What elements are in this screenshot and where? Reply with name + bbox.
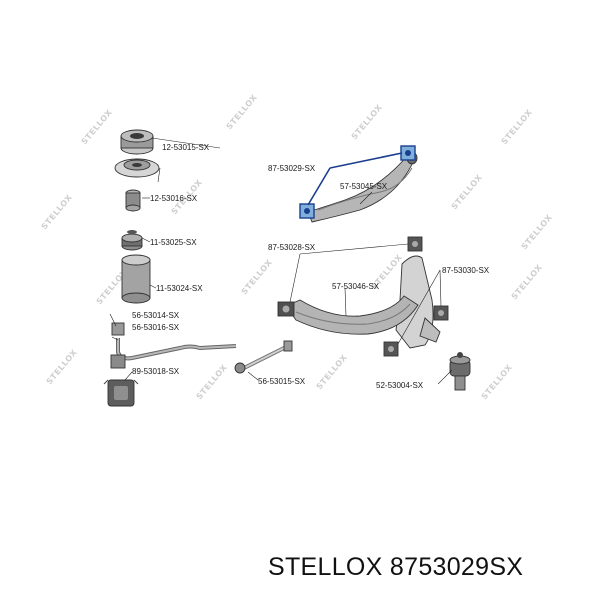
- watermark-text: STELLOX: [225, 92, 260, 131]
- label-89-53018: 89-53018-SX: [132, 367, 180, 376]
- lower-arm-bushing-rear: [407, 236, 423, 252]
- label-11-53024: 11-53024-SX: [156, 284, 203, 293]
- dust-boot-part: [121, 254, 151, 304]
- label-56-53016: 56-53016-SX: [132, 323, 180, 332]
- knuckle-bushing-lower: [383, 341, 399, 357]
- watermark-text: STELLOX: [500, 107, 535, 146]
- tie-rod-part: [234, 340, 293, 374]
- upper-arm-bushing-front: [299, 203, 315, 219]
- sway-bar-bushing-part: [103, 379, 139, 407]
- watermark-text: STELLOX: [315, 352, 350, 391]
- part-title: STELLOX 8753029SX: [268, 553, 523, 582]
- label-11-53025: 11-53025-SX: [150, 238, 197, 247]
- lower-arm-bushing-front: [277, 301, 295, 317]
- label-87-53028: 87-53028-SX: [268, 243, 316, 252]
- lower-control-arm-part: [285, 295, 419, 335]
- upper-arm-bushing-rear: [400, 145, 416, 161]
- label-12-53016: 12-53016-SX: [150, 194, 198, 203]
- part-number: 8753029SX: [389, 553, 524, 581]
- watermark-text: STELLOX: [80, 107, 115, 146]
- label-12-53015: 12-53015-SX: [162, 143, 210, 152]
- label-56-53015: 56-53015-SX: [258, 377, 306, 386]
- strut-mount-part: [120, 129, 154, 155]
- label-56-53014: 56-53014-SX: [132, 311, 180, 320]
- label-87-53029: 87-53029-SX: [268, 164, 316, 173]
- watermark-text: STELLOX: [480, 362, 515, 401]
- leader-lines: [109, 137, 453, 385]
- label-87-53030: 87-53030-SX: [442, 266, 490, 275]
- brand-name: STELLOX: [268, 553, 383, 581]
- spring-pad-part: [121, 230, 143, 251]
- label-57-53046: 57-53046-SX: [332, 282, 380, 291]
- ball-joint-part: [449, 352, 471, 391]
- part-labels: 12-53015-SX 12-53016-SX 11-53025-SX 11-5…: [132, 143, 490, 390]
- watermark-text: STELLOX: [40, 192, 75, 231]
- steering-knuckle-part: [395, 255, 441, 349]
- watermark-text: STELLOX: [510, 262, 545, 301]
- watermark-text: STELLOX: [240, 257, 275, 296]
- sway-bar-part: [110, 322, 237, 369]
- watermark-text: STELLOX: [450, 172, 485, 211]
- watermark-text: STELLOX: [45, 347, 80, 386]
- strut-bearing-part: [114, 158, 160, 178]
- watermark-text: STELLOX: [520, 212, 555, 251]
- bump-stop-part: [125, 189, 141, 212]
- watermark-text: STELLOX: [195, 362, 230, 401]
- label-57-53045: 57-53045-SX: [340, 182, 388, 191]
- watermark-text: STELLOX: [350, 102, 385, 141]
- knuckle-bushing-upper: [433, 305, 449, 321]
- label-52-53004: 52-53004-SX: [376, 381, 424, 390]
